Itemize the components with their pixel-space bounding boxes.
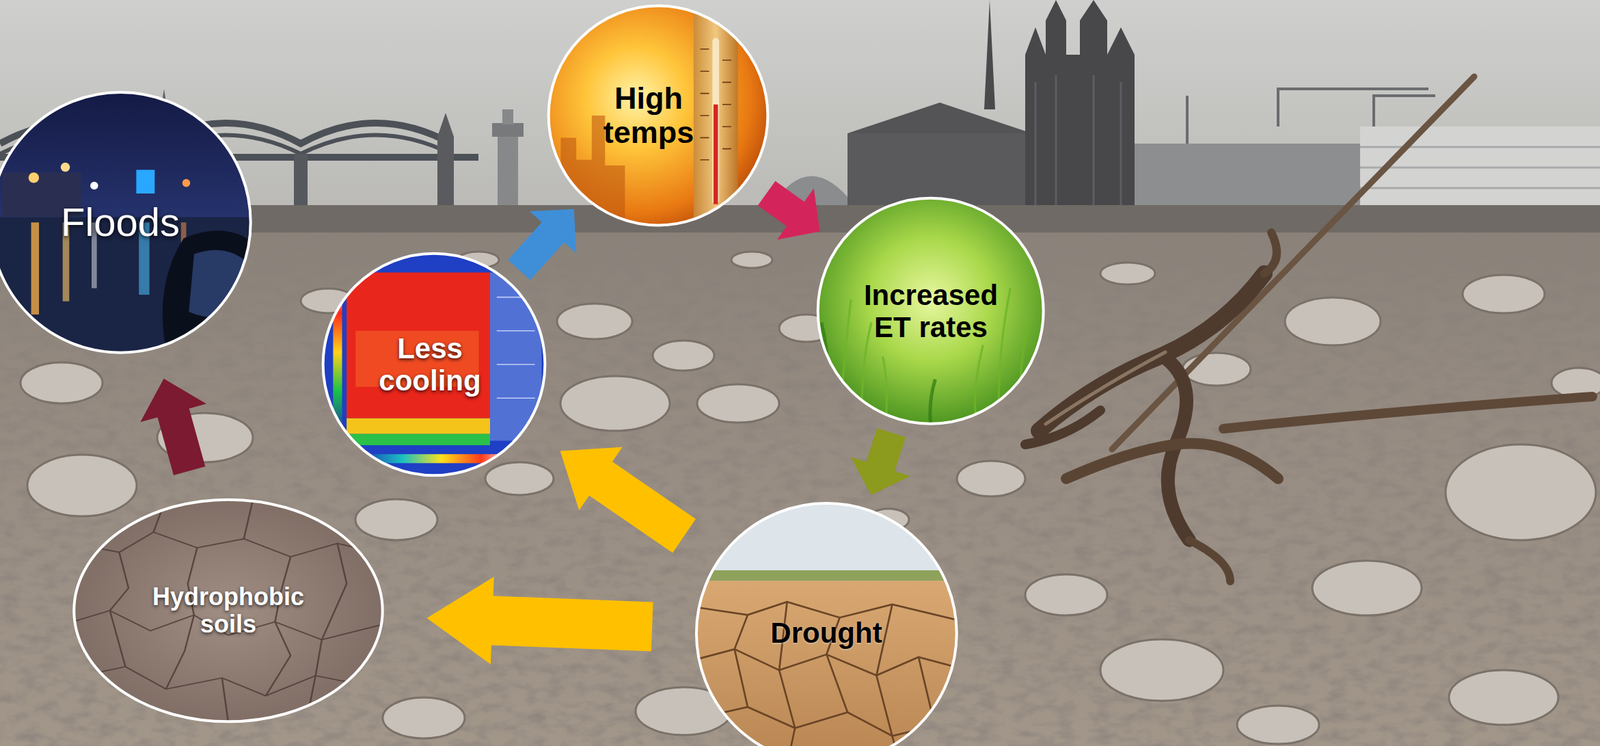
node-label: Increased ET rates: [842, 278, 1020, 344]
flow-arrow: [757, 181, 821, 240]
node-label: Floods: [17, 200, 223, 245]
node-label: Hydrophobic soils: [139, 582, 318, 639]
driftwood: [1025, 76, 1593, 581]
circle-node: Floods: [0, 90, 252, 355]
flow-arrow: [140, 378, 206, 476]
node-label: Less cooling: [354, 332, 506, 397]
circle-node: Hydrophobic soils: [72, 498, 385, 723]
flow-arrow: [560, 446, 696, 553]
node-label: High temps: [580, 81, 717, 151]
circle-node: Less cooling: [321, 252, 547, 477]
flow-arrow: [850, 427, 912, 495]
circle-node: High temps: [547, 4, 769, 227]
circle-node: Drought: [695, 501, 959, 746]
node-label: Drought: [723, 616, 929, 649]
flow-arrow: [507, 209, 577, 281]
flow-arrow: [426, 576, 653, 665]
circle-node: Increased ET rates: [816, 196, 1045, 425]
